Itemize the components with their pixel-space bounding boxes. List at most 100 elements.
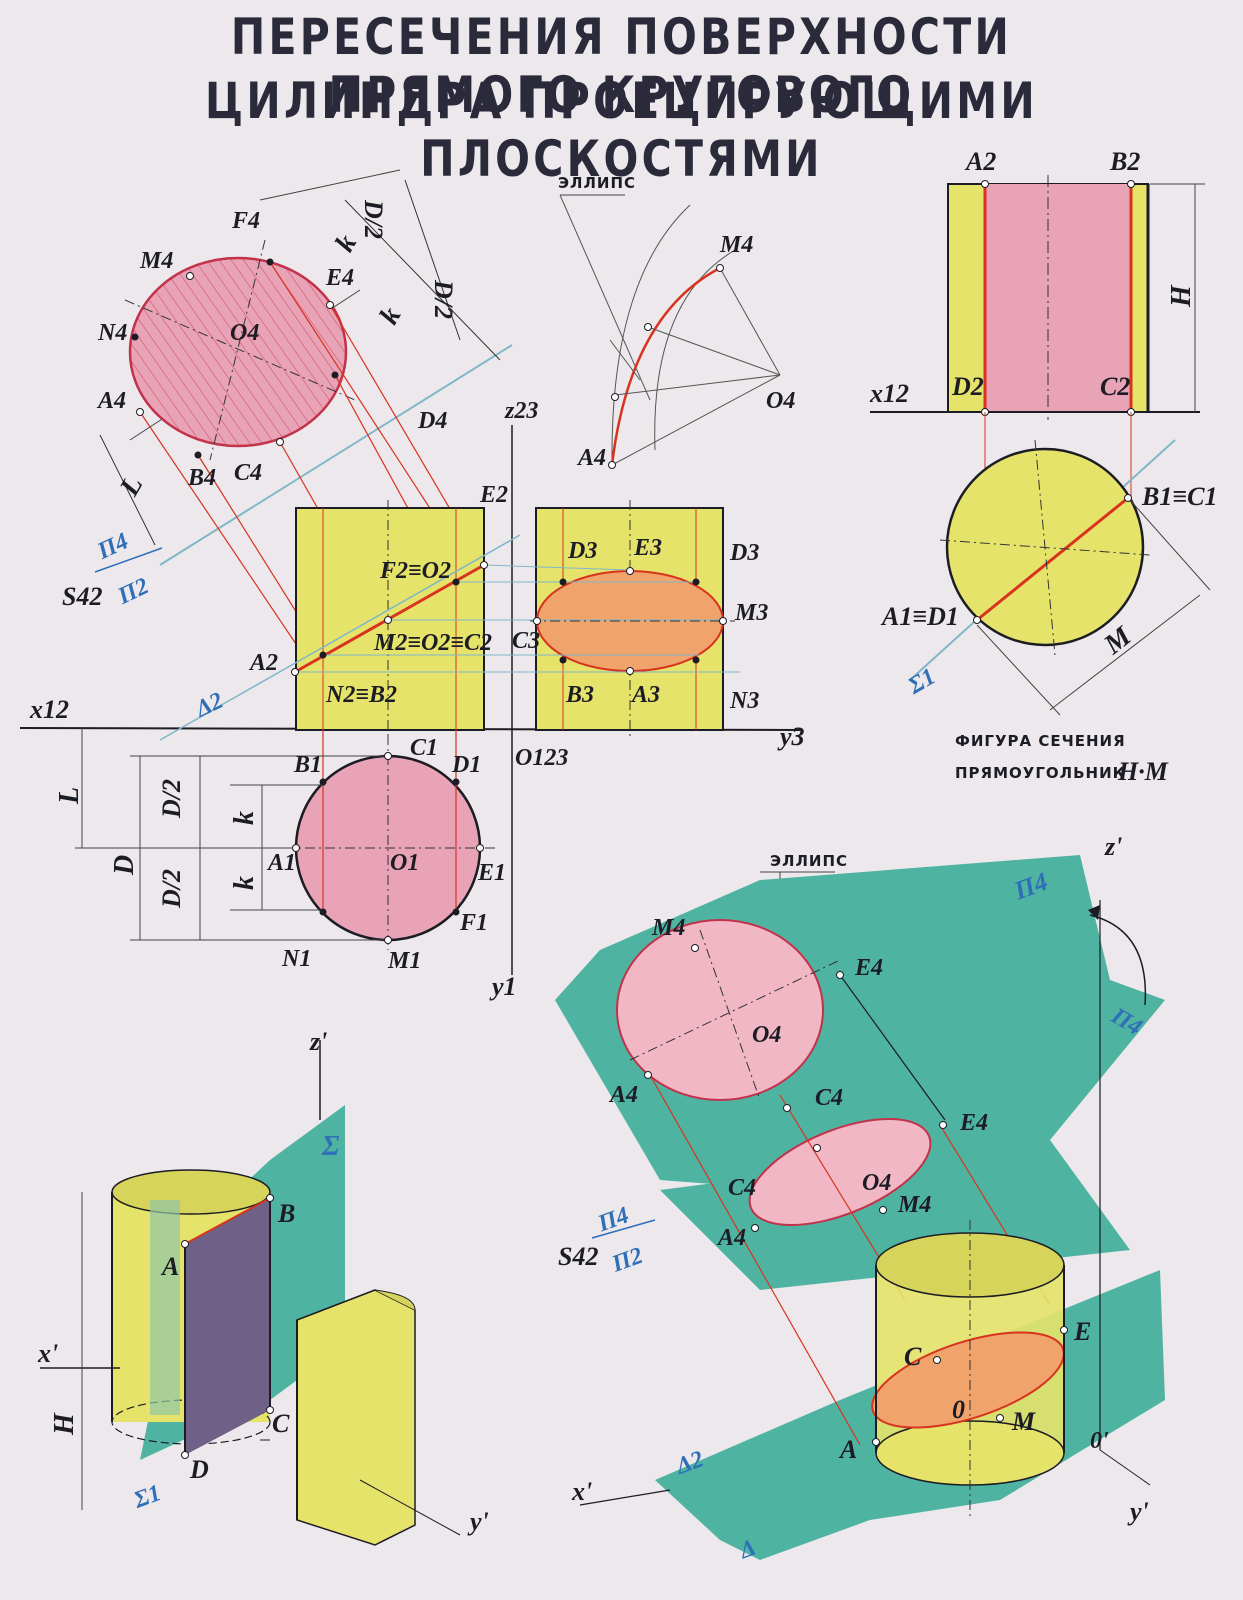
label-iso-O4b: O4 [862, 1170, 891, 1196]
label-D: D [109, 855, 140, 876]
label-z23: z23 [504, 398, 538, 424]
caption-section-figure-formula: H·M [1117, 757, 1169, 786]
label-iso-E4: E4 [854, 955, 883, 981]
label-x-left: x' [37, 1339, 58, 1368]
label-Sigma: Σ [321, 1131, 340, 1162]
label-iso-M4b: M4 [897, 1192, 931, 1218]
label-y3: y3 [777, 722, 805, 751]
label-iso-E: E [1073, 1317, 1091, 1346]
front-view-right: A2 B2 H x12 D2 C2 [869, 147, 1205, 420]
label-iso-O: 0 [952, 1395, 965, 1424]
label-Pi2: П2 [113, 573, 153, 610]
label-y-left: y' [467, 1507, 489, 1536]
iso-view-left: z' Σ B A x' H C D Σ1 y' [37, 1027, 489, 1546]
label-E4: E4 [325, 265, 354, 291]
label-k-upper: k [229, 811, 260, 825]
label-B1: B1 [293, 752, 322, 778]
label-A-iso: A [160, 1252, 179, 1281]
label-D2-lower: D/2 [157, 869, 186, 909]
label-B-iso: B [277, 1199, 295, 1228]
label-iso-M: M [1011, 1407, 1036, 1436]
label-ell-M4: M4 [719, 232, 753, 258]
label-M2O2C2: M2≡O2≡C2 [373, 630, 492, 656]
label-E3: E3 [633, 535, 662, 561]
top-view-center: L D D/2 D/2 k k B1 C1 D1 A1 O1 E1 F1 N1 … [54, 728, 517, 1001]
label-B1C1: B1≡C1 [1141, 482, 1218, 511]
label-D1: D1 [451, 752, 481, 778]
label-A2: A2 [248, 650, 278, 676]
front-side-views: z23 E2 F2≡O2 M2≡O2≡C2 A2 N2≡B2 Δ2 x12 O1… [19, 398, 805, 975]
label-x12: x12 [29, 695, 69, 724]
iso-view-right: ЭЛЛИПС [555, 832, 1165, 1565]
label-O123: O123 [515, 745, 568, 771]
label-D-iso: D [189, 1455, 209, 1484]
title-line-1: ПЕРЕСЕЧЕНИЯ ПОВЕРХНОСТИ ПРЯМОГО КРУГОВОГ… [230, 8, 1013, 124]
label-F2O2: F2≡O2 [379, 558, 451, 584]
ellipse-construction: ЭЛЛИПС M4 O4 A4 [558, 174, 795, 471]
label-k-lower: k [229, 876, 260, 890]
label-iso-A4: A4 [608, 1082, 638, 1108]
label-B4: B4 [187, 465, 216, 491]
label-M1: M1 [387, 948, 421, 974]
label-B2-right: B2 [1109, 147, 1140, 176]
label-Sigma1-iso: Σ1 [130, 1480, 165, 1514]
dim-D2-top: D/2 [359, 199, 388, 239]
label-N4: N4 [97, 320, 127, 346]
dim-k-bottom: k [374, 302, 408, 330]
label-D4: D4 [417, 408, 447, 434]
label-iso-E4b: E4 [959, 1110, 988, 1136]
label-D2-upper: D/2 [157, 779, 186, 819]
label-O1: O1 [390, 850, 419, 876]
label-C2-right: C2 [1100, 372, 1130, 401]
label-iso-A4b: A4 [716, 1225, 746, 1251]
label-D3-right: D3 [729, 540, 759, 566]
label-N1: N1 [281, 946, 311, 972]
label-Pi4: П4 [93, 528, 133, 565]
label-A4: A4 [96, 388, 126, 414]
section-ellipse-p4 [128, 256, 348, 448]
caption-section-figure-2: ПРЯМОУГОЛЬНИК [955, 764, 1126, 782]
label-E1: E1 [477, 860, 506, 886]
label-y1: y1 [489, 972, 517, 1001]
caption-ellipse-top: ЭЛЛИПС [558, 174, 636, 192]
label-x12-right: x12 [869, 379, 909, 408]
dim-D2-right: D/2 [429, 279, 458, 319]
caption-ellipse-bottom: ЭЛЛИПС [770, 852, 848, 870]
top-view-right: B1≡C1 A1≡D1 M Σ1 ФИГУРА СЕЧЕНИЯ ПРЯМОУГО… [880, 412, 1218, 786]
label-M4: M4 [139, 248, 173, 274]
label-H-right: H [1166, 284, 1197, 308]
ellipse-arc [610, 266, 721, 466]
label-N3: N3 [729, 688, 759, 714]
label-C4: C4 [234, 460, 262, 486]
label-iso-x: x' [571, 1477, 592, 1506]
label-A1: A1 [266, 850, 296, 876]
label-O4: O4 [230, 320, 259, 346]
label-iso-y: y' [1127, 1497, 1149, 1526]
label-z-left: z' [309, 1027, 327, 1056]
dim-k-top: k [329, 230, 363, 258]
label-F1: F1 [459, 910, 488, 936]
label-iso-C: C [904, 1342, 922, 1371]
label-iso-A: A [838, 1435, 857, 1464]
label-Sigma1-right: Σ1 [903, 664, 940, 700]
label-N2B2: N2≡B2 [325, 682, 397, 708]
label-iso-C4: C4 [815, 1085, 843, 1111]
label-iso-O1: 0' [1090, 1428, 1109, 1454]
label-C1: C1 [410, 735, 438, 761]
label-ell-O4: O4 [766, 388, 795, 414]
label-A3: A3 [630, 682, 660, 708]
label-D3-left: D3 [567, 538, 597, 564]
label-C-iso: C [272, 1409, 290, 1438]
label-E2: E2 [479, 482, 508, 508]
caption-section-figure-1: ФИГУРА СЕЧЕНИЯ [955, 732, 1126, 750]
label-S42: S42 [62, 582, 102, 611]
title-line-2: ЦИЛИНДРА ПРОЕЦИРУЮЩИМИ ПЛОСКОСТЯМИ [205, 72, 1038, 188]
label-z-right: z' [1104, 832, 1122, 861]
label-D2-right: D2 [951, 372, 984, 401]
label-H-left: H [49, 1412, 80, 1436]
label-A1D1: A1≡D1 [880, 602, 959, 631]
label-S42-b: S42 [558, 1242, 598, 1271]
label-L: L [54, 787, 85, 805]
